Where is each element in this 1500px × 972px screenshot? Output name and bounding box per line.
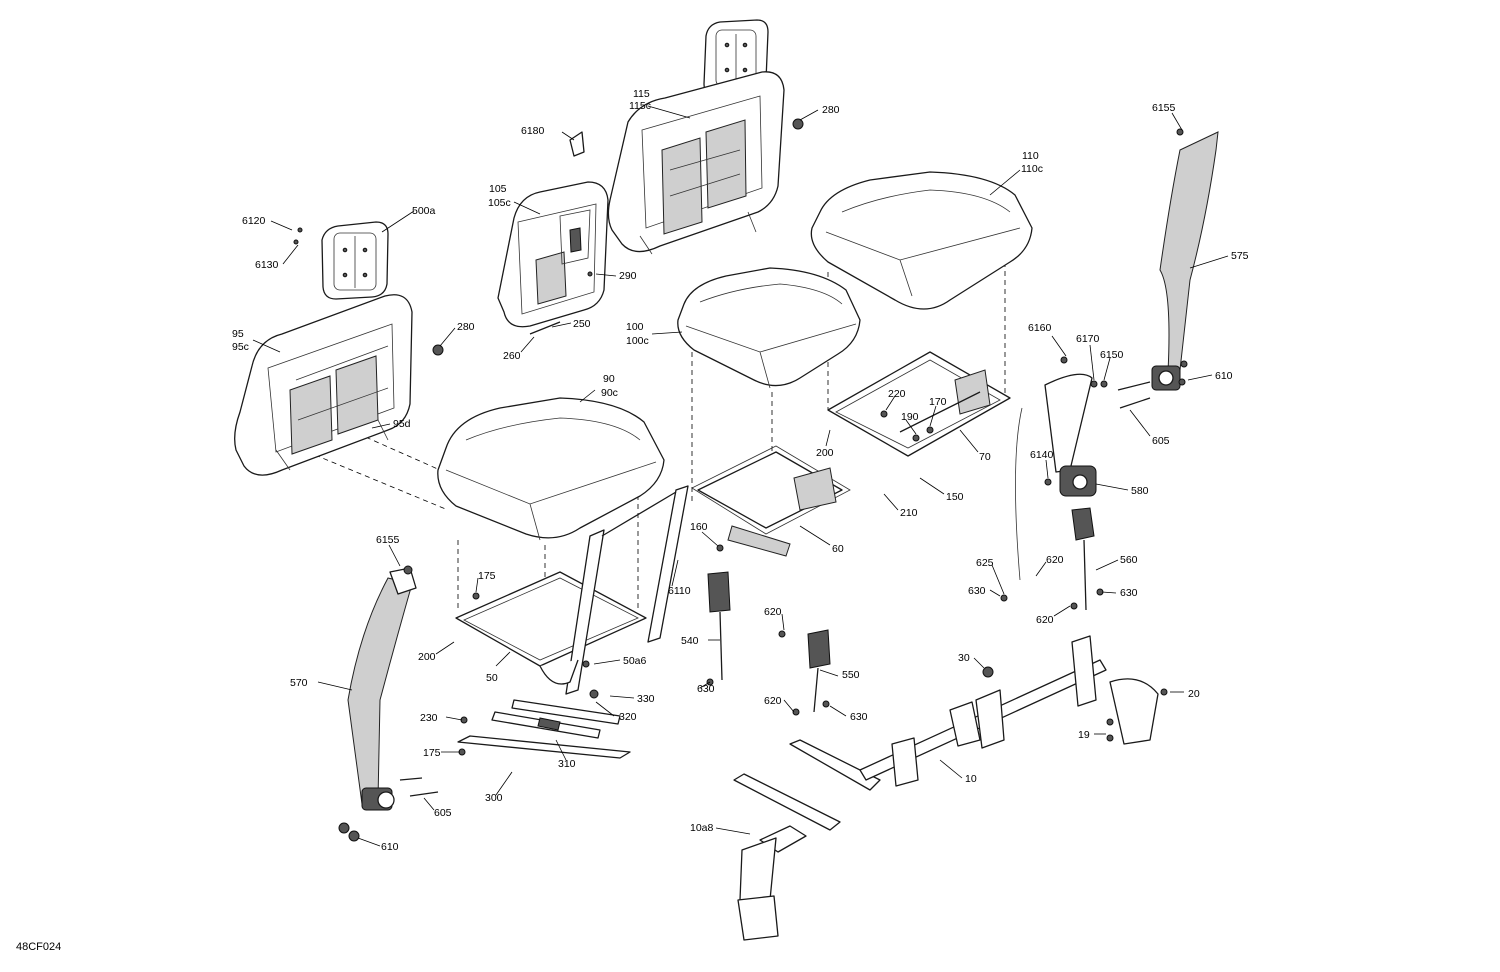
label-610-right: 610 — [1215, 370, 1233, 382]
seat-frame-60[interactable] — [691, 445, 851, 557]
label-620-lower: 620 — [1036, 614, 1054, 626]
label-100c: 100c — [626, 335, 649, 347]
label-6180: 6180 — [521, 125, 545, 137]
label-6130: 6130 — [255, 259, 279, 271]
label-6155-lower: 6155 — [376, 534, 400, 546]
label-95c: 95c — [232, 341, 249, 353]
label-230: 230 — [420, 712, 438, 724]
seatbelt-580[interactable] — [1015, 373, 1097, 581]
label-175-upper: 175 — [478, 570, 496, 582]
label-310: 310 — [558, 758, 576, 770]
label-280-lower: 280 — [457, 321, 475, 333]
label-620-550: 620 — [764, 695, 782, 707]
seat-rails-300-310[interactable] — [457, 699, 631, 759]
label-6155-upper: 6155 — [1152, 102, 1176, 114]
label-160: 160 — [690, 521, 708, 533]
label-90: 90 — [603, 373, 615, 385]
label-6140: 6140 — [1030, 449, 1054, 461]
buckle-540[interactable] — [707, 571, 731, 681]
label-620-buckle: 620 — [764, 606, 782, 618]
part-number-labels: 6155 575 6180 115 115c 280 110 110c 105 … — [232, 88, 1249, 853]
label-630-buckle: 630 — [697, 683, 715, 695]
seatbelt-570[interactable] — [347, 567, 417, 811]
label-280-upper: 280 — [822, 104, 840, 116]
label-6150: 6150 — [1100, 349, 1124, 361]
seat-base-frame-10[interactable] — [733, 635, 1159, 941]
label-260: 260 — [503, 350, 521, 362]
label-19: 19 — [1078, 729, 1090, 741]
label-630-550: 630 — [850, 711, 868, 723]
label-90c: 90c — [601, 387, 618, 399]
label-150: 150 — [946, 491, 964, 503]
label-190: 190 — [901, 411, 919, 423]
label-6110: 6110 — [668, 585, 691, 597]
label-620-belt: 620 — [1046, 554, 1064, 566]
backrest-rear-115[interactable] — [607, 71, 785, 255]
label-10a8: 10a8 — [690, 822, 714, 834]
label-200-upper: 200 — [816, 447, 834, 459]
leader-lines — [252, 105, 1229, 847]
label-210: 210 — [900, 507, 918, 519]
seat-cushion-100[interactable] — [677, 267, 861, 389]
label-50a6: 50a6 — [623, 655, 647, 667]
label-625: 625 — [976, 557, 994, 569]
label-6160: 6160 — [1028, 322, 1052, 334]
label-575: 575 — [1231, 250, 1249, 262]
label-610-left: 610 — [381, 841, 399, 853]
label-20: 20 — [1188, 688, 1200, 700]
seat-frame-70[interactable] — [827, 351, 1011, 457]
backrest-105[interactable] — [497, 181, 609, 328]
label-6120: 6120 — [242, 215, 266, 227]
label-100: 100 — [626, 321, 644, 333]
label-115c: 115c — [629, 100, 651, 112]
label-540: 540 — [681, 635, 699, 647]
label-110: 110 — [1022, 150, 1039, 162]
label-550: 550 — [842, 669, 860, 681]
label-630-left: 630 — [968, 585, 986, 597]
label-105c: 105c — [488, 197, 511, 209]
seatbelt-575[interactable] — [1151, 131, 1219, 391]
seat-cushion-110[interactable] — [810, 171, 1033, 310]
label-500a: 500a — [412, 205, 436, 217]
diagram-code: 48CF024 — [16, 941, 62, 953]
label-170: 170 — [929, 396, 947, 408]
label-115: 115 — [633, 88, 650, 100]
label-6170: 6170 — [1076, 333, 1100, 345]
label-570: 570 — [290, 677, 308, 689]
label-580: 580 — [1131, 485, 1149, 497]
headrest-front-500a[interactable] — [321, 221, 389, 300]
label-560: 560 — [1120, 554, 1138, 566]
label-105: 105 — [489, 183, 507, 195]
label-50: 50 — [486, 672, 498, 684]
label-95: 95 — [232, 328, 244, 340]
label-300: 300 — [485, 792, 503, 804]
label-30: 30 — [958, 652, 970, 664]
buckle-560[interactable] — [1071, 507, 1095, 611]
label-290: 290 — [619, 270, 637, 282]
label-10: 10 — [965, 773, 977, 785]
buckle-550[interactable] — [807, 629, 831, 713]
label-220: 220 — [888, 388, 906, 400]
label-605-left: 605 — [434, 807, 452, 819]
seat-frame-50[interactable] — [455, 485, 689, 695]
label-95d: 95d — [393, 418, 411, 430]
label-60: 60 — [832, 543, 844, 555]
seat-cushion-90[interactable] — [437, 397, 665, 541]
label-605-right: 605 — [1152, 435, 1170, 447]
label-320: 320 — [619, 711, 637, 723]
label-110c: 110c — [1021, 163, 1043, 175]
label-330: 330 — [637, 693, 655, 705]
label-200-lower: 200 — [418, 651, 436, 663]
backrest-front-95[interactable] — [234, 294, 413, 476]
label-250: 250 — [573, 318, 591, 330]
label-175-lower: 175 — [423, 747, 441, 759]
label-70: 70 — [979, 451, 991, 463]
label-630-right: 630 — [1120, 587, 1138, 599]
